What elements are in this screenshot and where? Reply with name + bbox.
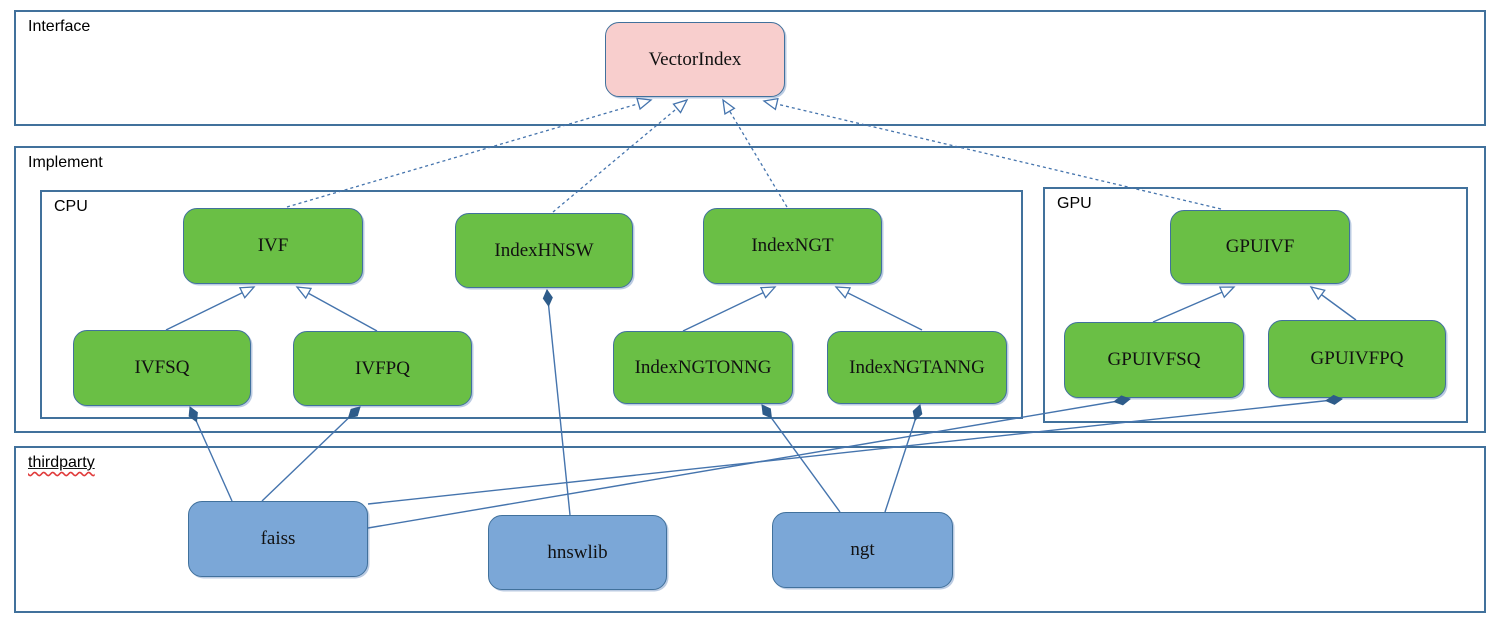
node-label: faiss (260, 528, 296, 549)
container-implement-label: Implement (28, 154, 103, 171)
node-gpuivfsq[interactable]: GPUIVFSQ (1064, 322, 1244, 398)
node-indexngt[interactable]: IndexNGT (703, 208, 882, 284)
node-label: IVFSQ (134, 357, 190, 378)
node-indexhnsw[interactable]: IndexHNSW (455, 213, 633, 288)
node-label: IndexNGT (751, 235, 834, 256)
node-gpuivfpq[interactable]: GPUIVFPQ (1268, 320, 1446, 398)
node-label: GPUIVF (1225, 236, 1295, 257)
node-label: GPUIVFSQ (1107, 349, 1201, 370)
node-label: hnswlib (547, 541, 608, 563)
node-label: IndexNGTANNG (849, 356, 985, 378)
thirdparty-text: thirdparty (28, 454, 95, 471)
node-ivfsq[interactable]: IVFSQ (73, 330, 251, 406)
node-label: IVF (257, 235, 289, 256)
node-faiss[interactable]: faiss (188, 501, 368, 577)
node-indexngtonng[interactable]: IndexNGTONNG (613, 331, 793, 404)
node-ngt[interactable]: ngt (772, 512, 953, 588)
node-vectorindex[interactable]: VectorIndex (605, 22, 785, 97)
node-label: IndexNGTONNG (634, 356, 772, 378)
container-thirdparty-label: thirdparty (28, 454, 95, 472)
node-label: IndexHNSW (494, 239, 594, 261)
node-hnswlib[interactable]: hnswlib (488, 515, 667, 590)
container-interface-label: Interface (28, 18, 91, 35)
container-cpu-label: CPU (54, 198, 88, 215)
node-indexngtanng[interactable]: IndexNGTANNG (827, 331, 1007, 404)
node-ivf[interactable]: IVF (183, 208, 363, 284)
node-label: ngt (850, 539, 875, 560)
node-label: GPUIVFPQ (1310, 348, 1404, 369)
container-gpu-label: GPU (1057, 195, 1092, 212)
node-label: VectorIndex (648, 48, 742, 70)
node-gpuivf[interactable]: GPUIVF (1170, 210, 1350, 284)
node-label: IVFPQ (355, 357, 410, 379)
node-ivfpq[interactable]: IVFPQ (293, 331, 472, 406)
